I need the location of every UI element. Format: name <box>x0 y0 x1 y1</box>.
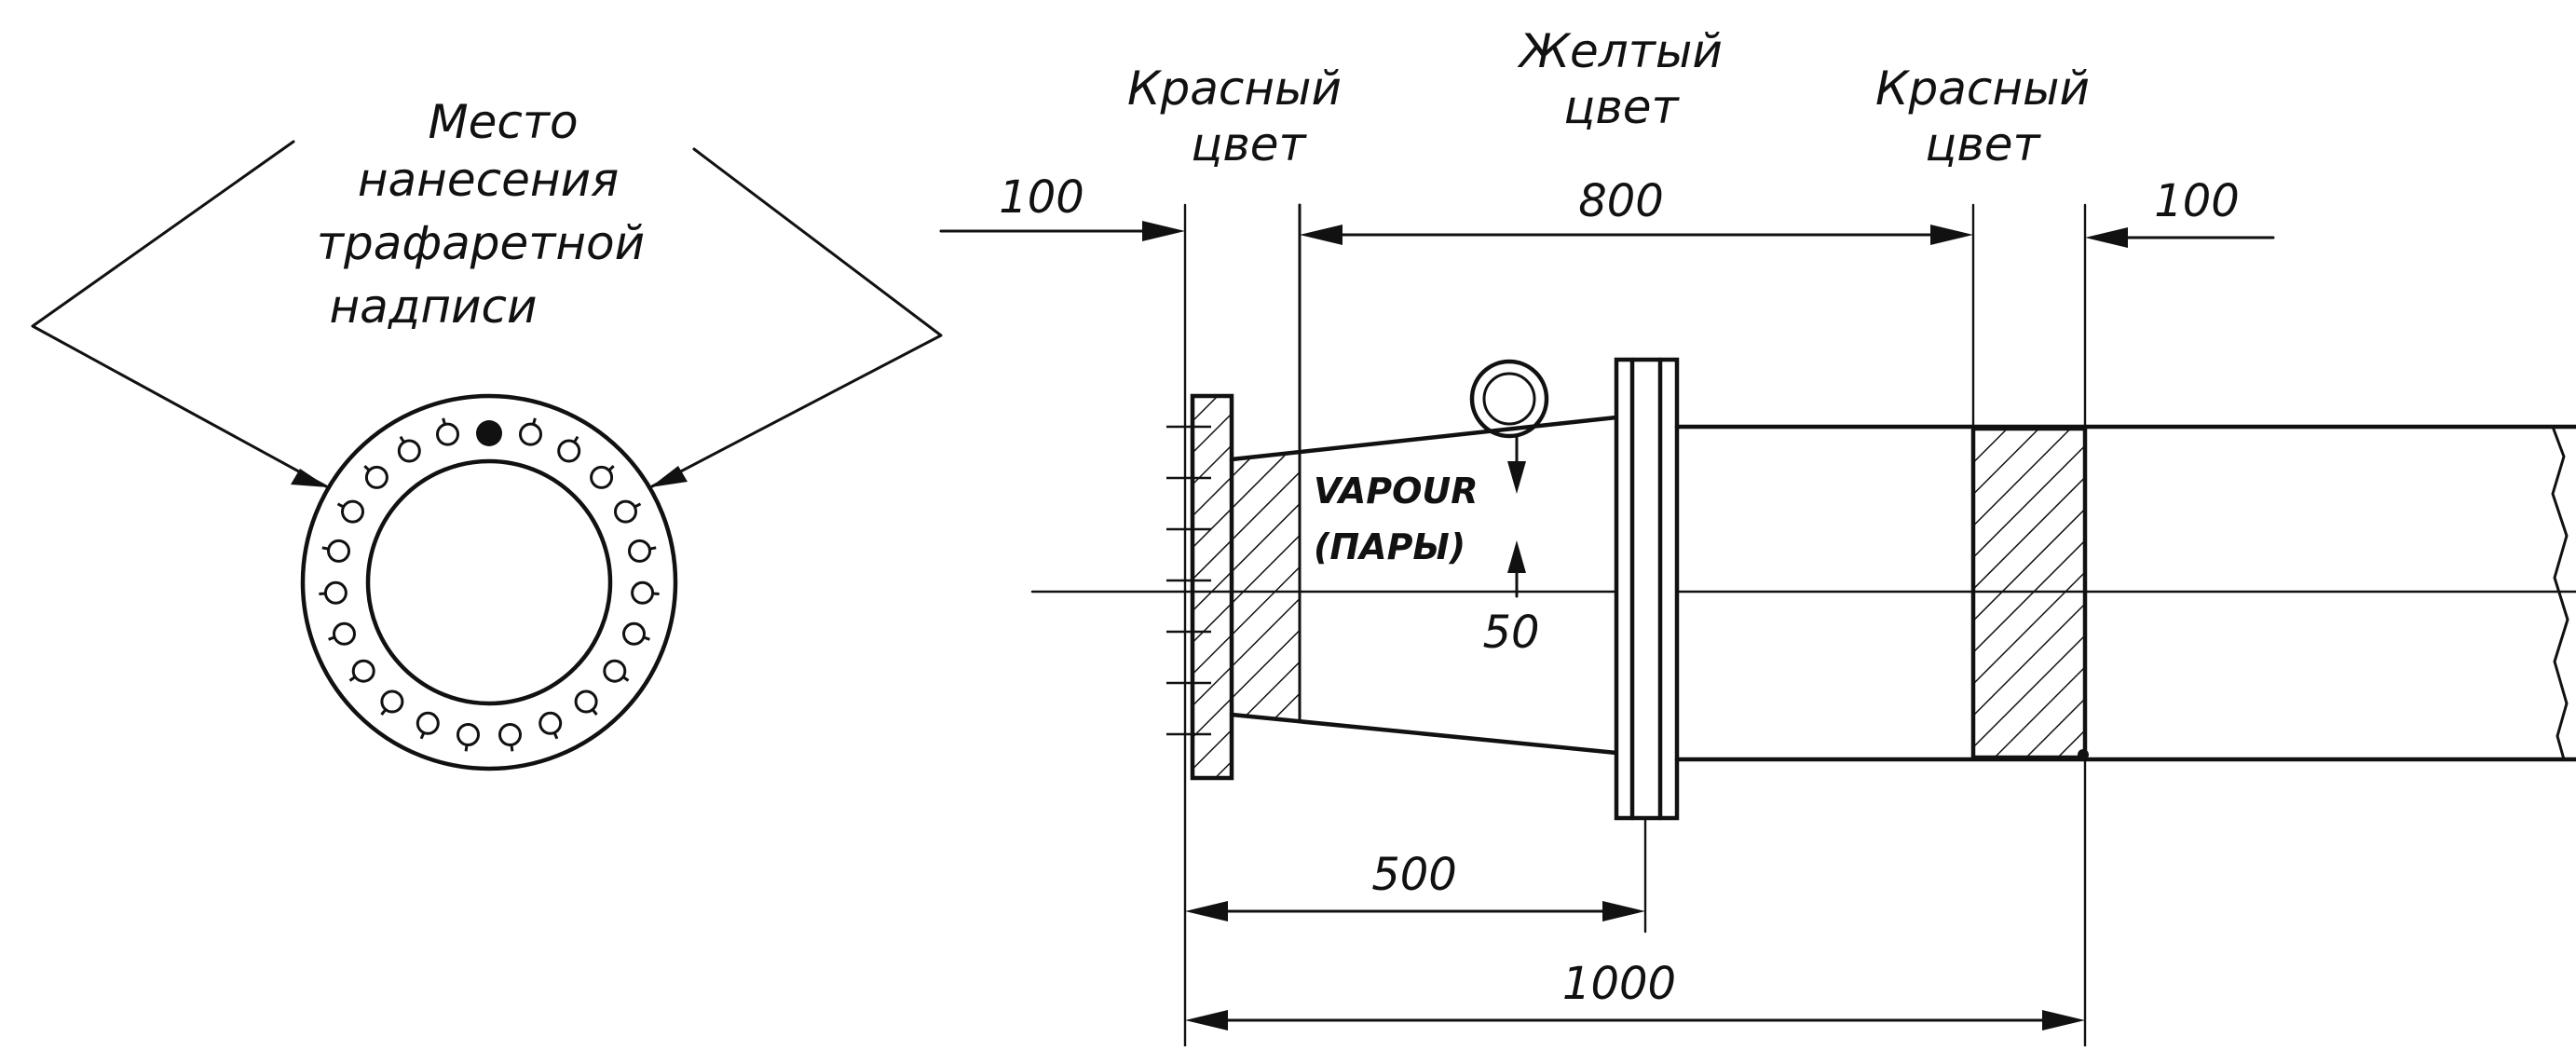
lifting-eye-outer <box>1469 359 1549 439</box>
arrowhead-500-end <box>1602 901 1645 921</box>
red-band-right-label-2: цвет <box>1925 117 2041 171</box>
red-band-left-hatched <box>1232 455 1300 720</box>
right-leader-line <box>650 147 943 488</box>
stencil-glyph-mark <box>364 465 388 489</box>
stencil-glyph-mark <box>590 465 614 489</box>
reducer-top-edge <box>1229 415 1619 462</box>
stencil-glyph-stem <box>648 546 657 551</box>
bottom-dimension-lines: 500 1000 <box>1185 849 2085 1031</box>
arrowhead-800-end <box>1930 225 1973 245</box>
stencil-glyph-stem <box>363 465 372 472</box>
letter-height-arrowhead-top <box>1507 461 1526 494</box>
stencil-start-dot <box>476 420 502 446</box>
stencil-glyph-mark <box>351 659 375 683</box>
stencil-glyph-mark <box>628 539 651 563</box>
arrowhead-800-start <box>1300 225 1343 245</box>
stencil-glyph-mark <box>538 711 563 735</box>
stencil-glyph-stem <box>572 435 579 444</box>
stencil-glyph-mark <box>457 723 480 746</box>
stencil-glyph-mark <box>341 499 364 524</box>
stencil-glyph-stem <box>419 730 426 740</box>
marking-text-pary: (ПАРЫ) <box>1314 526 1465 567</box>
stencil-label-line-2: нанесения <box>358 153 619 207</box>
color-band-labels: Красный цвет Желтый цвет Красный цвет <box>1127 24 2090 171</box>
stencil-glyph-mark <box>614 499 637 524</box>
stencil-glyph-mark <box>380 689 404 714</box>
stencil-glyph-mark <box>519 422 542 446</box>
flange-bolt-ticks <box>1166 425 1211 736</box>
pipe-side-view <box>1166 357 2576 821</box>
red-band-right-hatched <box>1970 426 2088 760</box>
stencil-glyph-stem <box>607 465 615 472</box>
stencil-glyph-stem <box>552 730 559 740</box>
letter-height-arrowhead-bottom <box>1507 540 1526 573</box>
left-leader-line <box>31 140 328 488</box>
stencil-glyph-stem <box>321 546 330 551</box>
yellow-zone-label-1: Желтый <box>1517 24 1723 78</box>
lifting-eye <box>1469 359 1549 439</box>
dim-label-500: 500 <box>1371 849 1457 901</box>
stencil-letter-ring <box>319 417 660 752</box>
stencil-glyph-stem <box>328 635 336 641</box>
stencil-glyph-stem <box>464 744 469 752</box>
stencil-glyph-stem <box>633 502 642 509</box>
left-flange-plate <box>1190 393 1234 781</box>
red-band-left-label-1: Красный <box>1127 61 1342 116</box>
stencil-glyph-mark <box>498 723 522 746</box>
arrowhead-500-start <box>1185 901 1228 921</box>
dim-label-800: 800 <box>1578 175 1664 227</box>
stencil-glyph-mark <box>323 580 348 605</box>
top-dimension-line: 100 800 100 <box>939 171 2275 248</box>
stencil-label-line-4: надписи <box>329 280 537 334</box>
stencil-glyph-mark <box>327 539 350 563</box>
stencil-glyph-stem <box>510 744 514 752</box>
stencil-glyph-stem <box>380 707 388 716</box>
arrowhead-right-100 <box>2085 227 2128 248</box>
right-flange-plate <box>1614 357 1680 821</box>
stencil-glyph-stem <box>531 417 537 426</box>
red-band-right-label-1: Красный <box>1875 61 2090 116</box>
stencil-glyph-stem <box>591 707 598 716</box>
dim-label-50: 50 <box>1482 607 1539 659</box>
arrowhead-1000-end <box>2042 1010 2085 1031</box>
reducer-bottom-edge <box>1229 712 1619 756</box>
stencil-glyph-mark <box>416 711 440 735</box>
dim-label-1000: 1000 <box>1562 958 1676 1010</box>
stencil-glyph-mark <box>436 422 459 446</box>
stencil-glyph-stem <box>336 502 346 509</box>
lifting-eye-inner <box>1482 372 1536 426</box>
stencil-glyph-mark <box>557 439 581 463</box>
stencil-glyph-stem <box>348 675 357 682</box>
dim-label-right-100: 100 <box>2154 175 2240 227</box>
right-leader-arrowhead <box>650 466 688 487</box>
stencil-glyph-mark <box>333 621 356 646</box>
stencil-glyph-mark <box>622 621 646 646</box>
band-corner-dot <box>2078 749 2089 760</box>
stencil-glyph-mark <box>397 439 421 463</box>
leader-lines <box>31 140 943 488</box>
marking-text-vapour: VAPOUR <box>1314 471 1479 512</box>
stencil-glyph-stem <box>399 435 406 444</box>
inner-pipe-circle <box>365 458 613 706</box>
stencil-glyph-stem <box>621 675 630 682</box>
stencil-glyph-mark <box>631 580 655 605</box>
pipe-cross-section <box>300 393 678 771</box>
stencil-glyph-stem <box>442 417 447 426</box>
pipe-break-line <box>2551 425 2569 761</box>
yellow-zone-label-2: цвет <box>1563 80 1680 134</box>
stencil-label-line-3: трафаретной <box>317 216 645 270</box>
arrowhead-1000-start <box>1185 1010 1228 1031</box>
red-band-left-label-2: цвет <box>1191 117 1307 171</box>
stencil-glyph-mark <box>574 689 598 714</box>
stencil-location-label: Место нанесения трафаретной надписи <box>317 95 645 334</box>
dim-label-left-100: 100 <box>999 171 1084 224</box>
stencil-glyph-stem <box>642 635 650 641</box>
stencil-label-line-1: Место <box>428 95 578 149</box>
marking-text-block: VAPOUR (ПАРЫ) 50 <box>1314 434 1540 659</box>
left-leader-arrowhead <box>291 469 328 487</box>
outer-insulation-circle <box>300 393 678 771</box>
arrowhead-left-100 <box>1142 221 1185 241</box>
stencil-glyph-mark <box>603 659 627 683</box>
